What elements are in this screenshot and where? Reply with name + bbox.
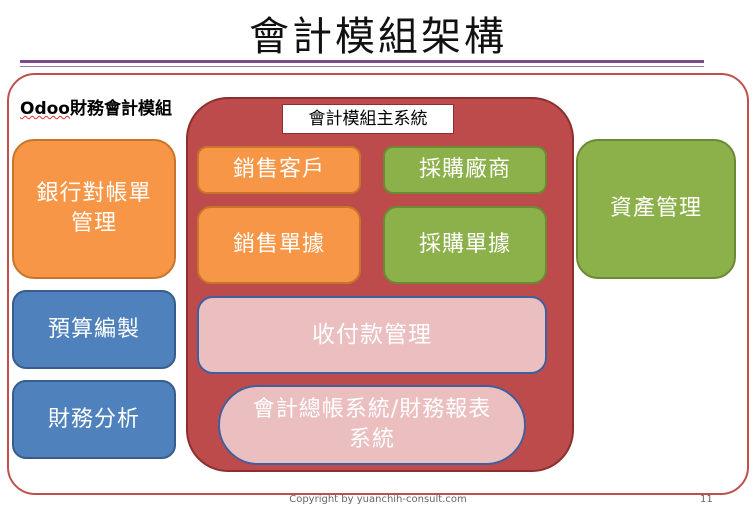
budget-box: 預算編製 [12,290,176,369]
sales-customer-box: 銷售客戶 [197,146,361,194]
bank-statement-box: 銀行對帳單 管理 [12,139,176,279]
copyright-footer: Copyright by yuanchih-consult.com [289,494,467,505]
general-ledger-line1: 會計總帳系統/財務報表 [252,397,492,422]
title-underline [20,60,704,63]
odoo-module-label: Odoo財務會計模組 [20,94,172,119]
purchase-vendor-box: 採購廠商 [383,146,547,194]
asset-management-box: 資產管理 [576,139,736,279]
title-underline-thin [20,66,704,67]
bank-statement-line2: 管理 [70,211,117,236]
odoo-word: Odoo [20,99,70,119]
payment-management-box: 收付款管理 [197,296,547,374]
sales-documents-box: 銷售單據 [197,206,361,284]
purchase-documents-box: 採購單據 [383,206,547,284]
bank-statement-line1: 銀行對帳單 [36,181,152,206]
general-ledger-box: 會計總帳系統/財務報表 系統 [218,385,526,465]
page-title: 會計模組架構 [249,14,507,60]
general-ledger-line2: 系統 [348,427,395,452]
module-name: 財務會計模組 [69,99,172,119]
financial-analysis-box: 財務分析 [12,380,176,459]
page-number: 11 [700,494,713,505]
core-system-title: 會計模組主系統 [282,104,454,134]
